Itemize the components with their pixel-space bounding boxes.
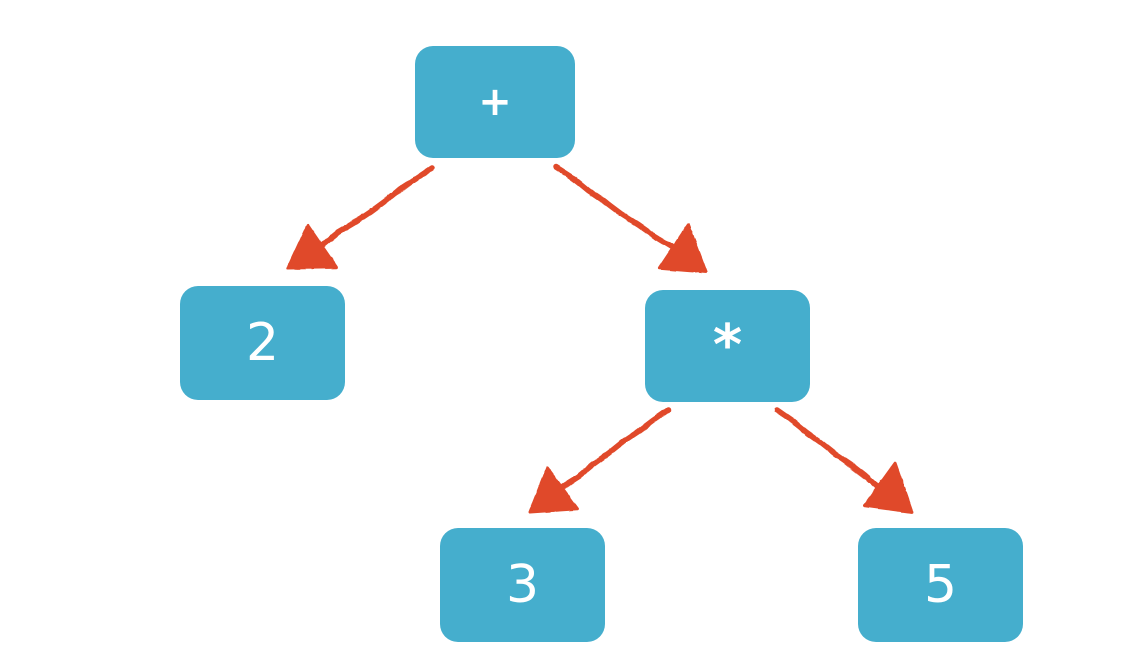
edge-plus-to-two [286, 165, 435, 270]
node-plus-label: + [478, 79, 512, 125]
edge-times-to-three [528, 407, 671, 514]
edge-times-to-five-arrowhead [863, 461, 914, 514]
node-times-label: * [712, 313, 743, 378]
edge-plus-to-times-arrowhead [657, 223, 708, 274]
node-plus[interactable]: + [415, 46, 575, 158]
node-three[interactable]: 3 [440, 528, 605, 642]
node-two-label: 2 [245, 313, 280, 373]
edge-times-to-five [774, 407, 914, 514]
node-two[interactable]: 2 [180, 286, 345, 400]
edge-plus-to-two-arrowhead [286, 223, 338, 270]
node-three-label: 3 [505, 555, 540, 615]
edge-times-to-three-arrowhead [528, 466, 579, 514]
node-times[interactable]: * [645, 290, 810, 402]
node-five-label: 5 [923, 555, 958, 615]
node-five[interactable]: 5 [858, 528, 1023, 642]
edge-plus-to-times [553, 164, 708, 274]
